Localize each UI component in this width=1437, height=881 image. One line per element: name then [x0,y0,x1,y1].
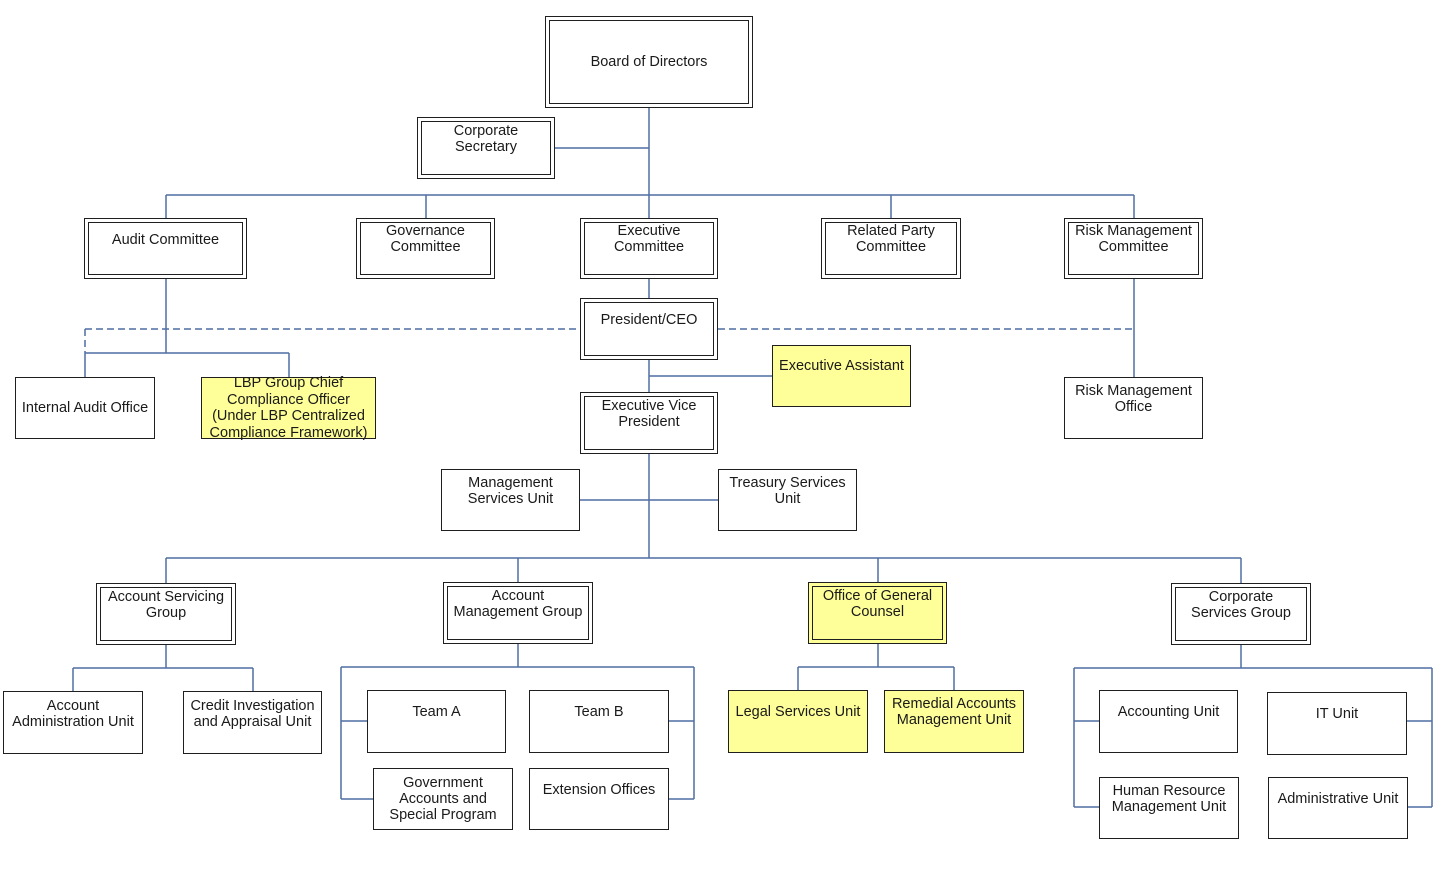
node-label: Internal Audit Office [21,400,149,416]
node-label: Treasury Services Unit [729,475,846,507]
node-label: Corporate Secretary [453,123,519,155]
audit-committee-box: Audit Committee [84,218,247,279]
risk-management-office-box: Risk Management Office [1064,377,1203,439]
node-label: Executive Assistant [779,358,904,374]
corporate-secretary-box: Corporate Secretary [417,117,555,179]
node-label: Related Party Committee [847,223,935,255]
node-label: Team B [574,704,624,720]
node-label: Management Services Unit [467,475,554,507]
treasury-services-unit-box: Treasury Services Unit [718,469,857,531]
node-label: Human Resource Management Unit [1111,783,1227,815]
node-label: Remedial Accounts Management Unit [891,696,1017,728]
node-label: Account Servicing Group [107,589,225,621]
node-label: Credit Investigation and Appraisal Unit [190,698,315,730]
node-label: Governance Committee [386,223,465,255]
node-label: Account Management Group [453,588,583,620]
account-servicing-group-box: Account Servicing Group [96,583,236,645]
internal-audit-office-box: Internal Audit Office [15,377,155,439]
accounting-unit-box: Accounting Unit [1099,690,1238,753]
compliance-officer-box: LBP Group Chief Compliance Officer (Unde… [201,375,376,441]
legal-services-unit-box: Legal Services Unit [728,690,868,753]
office-of-general-counsel-box: Office of General Counsel [808,582,947,644]
node-label: Office of General Counsel [822,588,933,620]
team-a-box: Team A [367,690,506,753]
extension-offices-box: Extension Offices [529,768,669,830]
human-resource-unit-box: Human Resource Management Unit [1099,777,1239,839]
node-label: Accounting Unit [1117,704,1220,720]
executive-vice-president-box: Executive Vice President [580,392,718,454]
corporate-services-group-box: Corporate Services Group [1171,583,1311,645]
governance-committee-box: Governance Committee [356,218,495,279]
executive-assistant-box: Executive Assistant [772,345,911,407]
risk-management-committee-box: Risk Management Committee [1064,218,1203,279]
administrative-unit-box: Administrative Unit [1268,777,1408,839]
node-label: President/CEO [600,312,698,328]
remedial-accounts-unit-box: Remedial Accounts Management Unit [884,690,1024,753]
node-label: Risk Management Office [1075,383,1192,415]
node-label: Account Administration Unit [12,698,134,730]
board-of-directors-box: Board of Directors [545,16,753,108]
president-ceo-box: President/CEO [580,298,718,360]
credit-investigation-unit-box: Credit Investigation and Appraisal Unit [183,691,322,754]
node-label: Audit Committee [111,232,220,248]
node-label: Board of Directors [590,54,708,70]
management-services-unit-box: Management Services Unit [441,469,580,531]
account-administration-unit-box: Account Administration Unit [3,691,143,754]
node-label: IT Unit [1315,706,1359,722]
government-accounts-box: Government Accounts and Special Program [373,768,513,830]
team-b-box: Team B [529,690,669,753]
executive-committee-box: Executive Committee [580,218,718,279]
node-label: Risk Management Committee [1075,223,1192,255]
node-label: Executive Vice President [601,398,697,430]
related-party-committee-box: Related Party Committee [821,218,961,279]
account-management-group-box: Account Management Group [443,582,593,644]
node-label: Executive Committee [613,223,685,255]
node-label: Extension Offices [542,782,656,798]
node-label: Team A [412,704,461,720]
node-label: Government Accounts and Special Program [389,775,497,823]
it-unit-box: IT Unit [1267,692,1407,755]
node-label: Corporate Services Group [1191,589,1291,621]
node-label: Legal Services Unit [735,704,861,720]
node-label: Administrative Unit [1277,791,1399,807]
node-label: LBP Group Chief Compliance Officer (Unde… [209,375,368,441]
